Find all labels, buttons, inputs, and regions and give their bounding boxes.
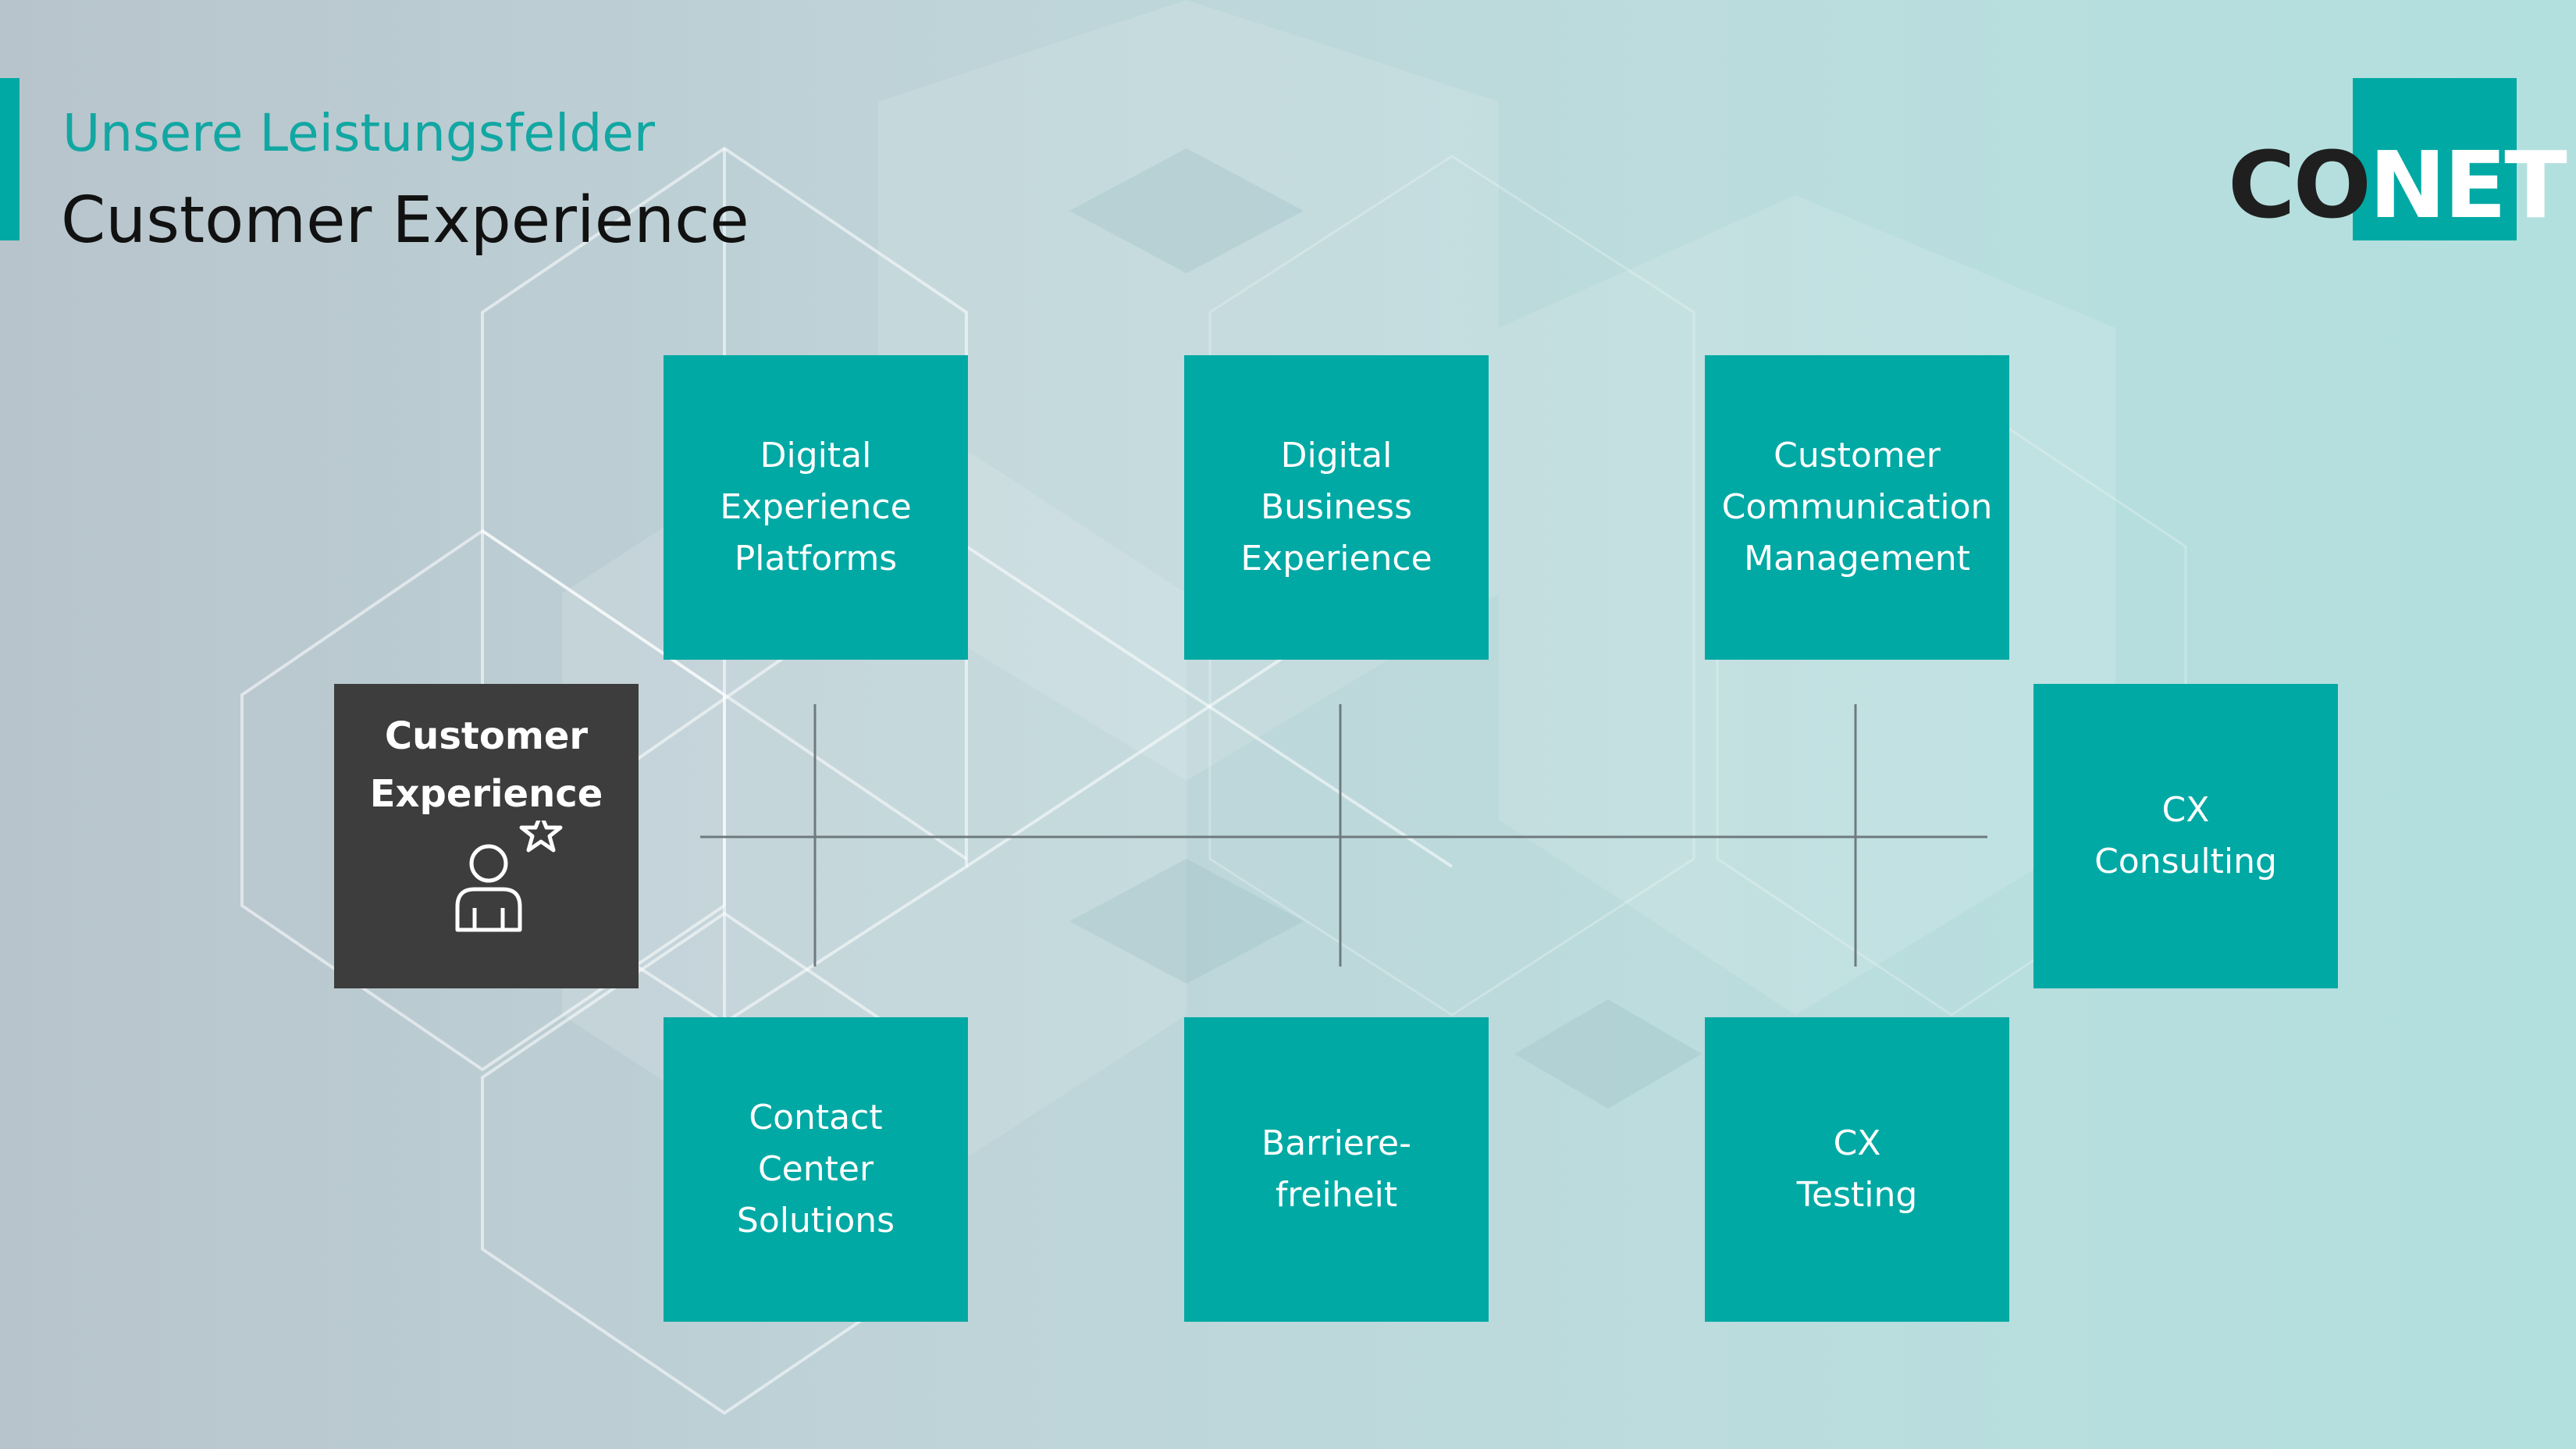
field-label: Digital Experience Platforms (720, 436, 912, 579)
field-cx-consulting[interactable]: CX Consulting (2033, 684, 2338, 988)
field-label: Contact Center Solutions (736, 1098, 895, 1241)
field-label: CX Testing (1796, 1123, 1918, 1215)
field-cx-testing[interactable]: CX Testing (1705, 1017, 2009, 1322)
center-node-label: Customer Experience (369, 714, 603, 816)
field-digital-business-experience[interactable]: Digital Business Experience (1184, 355, 1489, 660)
header-accent-bar (0, 78, 20, 240)
field-customer-communication-management[interactable]: Customer Communication Management (1705, 355, 2009, 660)
field-label: CX Consulting (2094, 790, 2277, 881)
field-contact-center-solutions[interactable]: Contact Center Solutions (664, 1017, 968, 1322)
logo-text: CONET (2228, 131, 2567, 239)
page-subtitle: Unsere Leistungsfelder (62, 103, 655, 163)
field-label: Customer Communication Management (1721, 436, 1993, 579)
center-node-customer-experience[interactable]: Customer Experience (334, 684, 639, 988)
conet-logo: CONET (2228, 78, 2567, 242)
logo-square (2353, 78, 2517, 240)
person-star-icon (455, 821, 563, 932)
field-label: Digital Business Experience (1240, 436, 1432, 579)
field-digital-experience-platforms[interactable]: Digital Experience Platforms (664, 355, 968, 660)
field-barrierefreiheit[interactable]: Barriere- freiheit (1184, 1017, 1489, 1322)
page-title: Customer Experience (61, 183, 749, 258)
field-label: Barriere- freiheit (1261, 1123, 1411, 1215)
